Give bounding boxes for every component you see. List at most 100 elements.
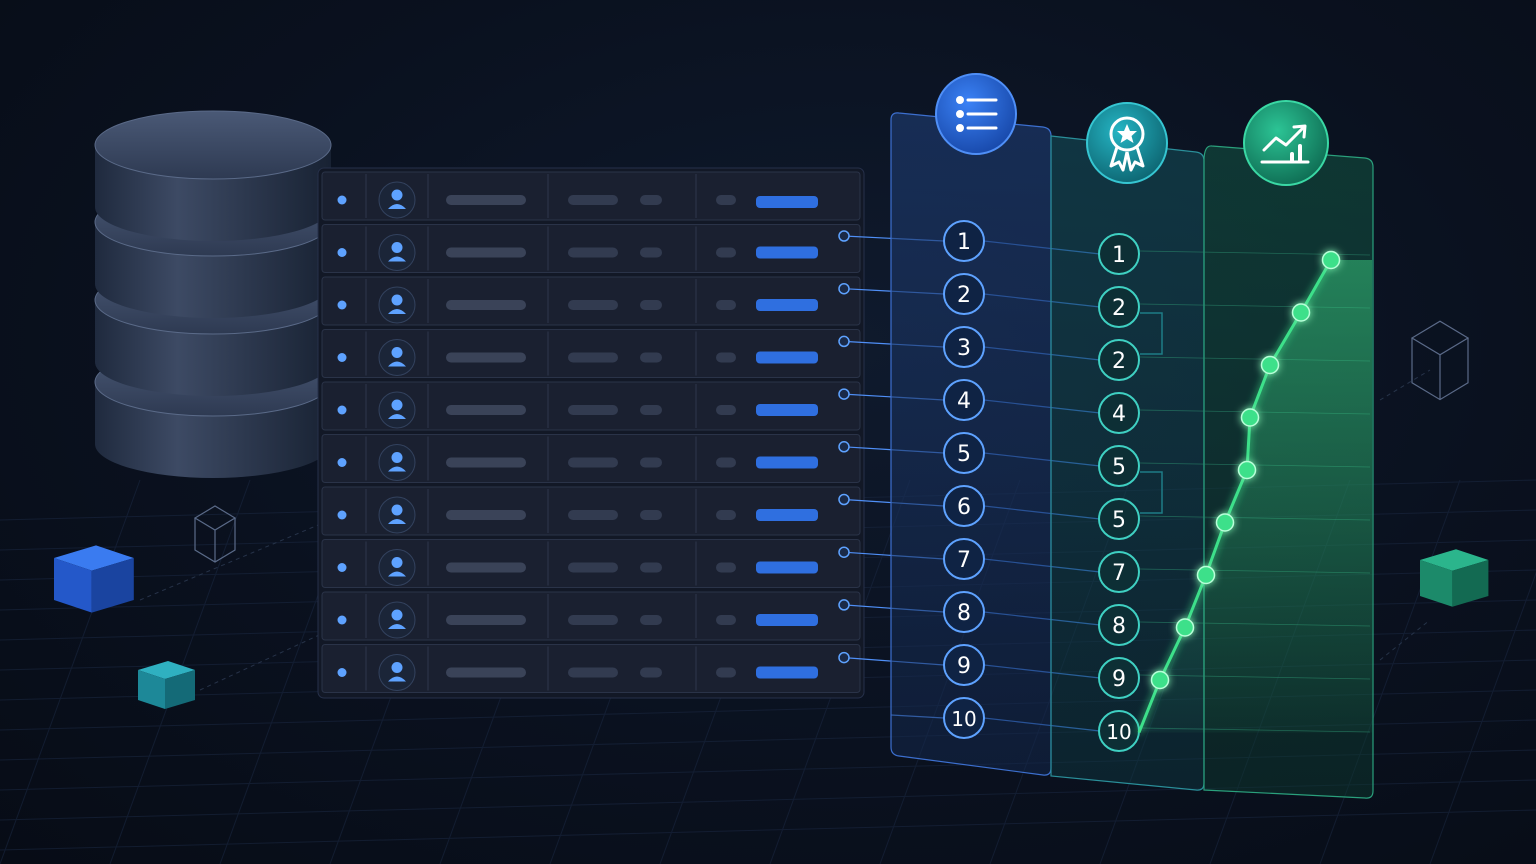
dashed-guide	[139, 519, 331, 601]
badge-circle	[1098, 392, 1140, 434]
connector-dot	[838, 441, 850, 453]
user-head-icon	[391, 399, 403, 411]
badge-circle	[943, 538, 985, 580]
placeholder-bar	[716, 300, 736, 310]
award-star-icon	[1117, 124, 1137, 143]
database-icon	[94, 110, 332, 478]
badge-circle	[1098, 498, 1140, 540]
table-row	[321, 644, 861, 693]
chart-line	[1137, 259, 1333, 734]
grid-line	[1429, 571, 1536, 864]
badge-circle	[1098, 445, 1140, 487]
row-number-label: 7	[957, 548, 971, 573]
chart-area	[1139, 260, 1372, 733]
table-row	[321, 591, 861, 641]
blue-cube-icon	[54, 545, 134, 613]
list-bullet-icon	[956, 124, 964, 132]
rank-badge: 9	[1098, 657, 1140, 699]
highlight-bar	[756, 299, 818, 311]
chart-point	[1175, 618, 1195, 637]
placeholder-bar	[568, 510, 618, 520]
placeholder-bar	[640, 195, 662, 205]
rank-label: 8	[1112, 614, 1126, 639]
connector-dot	[838, 388, 850, 400]
placeholder-bar	[568, 300, 618, 310]
rank-label: 7	[1112, 561, 1126, 586]
row-bullet-icon	[337, 510, 347, 520]
rank-label: 2	[1112, 296, 1126, 321]
chart-point	[1291, 303, 1311, 322]
user-head-icon	[391, 557, 403, 568]
row-number-label: 6	[957, 495, 971, 520]
cube-top	[1420, 549, 1489, 571]
table-row	[321, 171, 861, 221]
rank-badge: 5	[1098, 498, 1140, 540]
rank-label: 9	[1112, 667, 1126, 692]
wire-cube-icon	[1410, 320, 1470, 401]
connector-dot	[838, 282, 850, 295]
cube-left	[54, 558, 92, 613]
badge-circle	[1098, 233, 1140, 275]
cube-right	[165, 670, 195, 709]
highlight-bar	[756, 404, 818, 416]
icon-badge	[1086, 102, 1168, 184]
teal-cube-icon	[138, 661, 195, 709]
row-number-badge: 10	[943, 697, 985, 739]
placeholder-bar	[446, 562, 526, 573]
placeholder-bar	[640, 457, 662, 468]
row-bullet-icon	[337, 615, 347, 625]
dashed-guide	[199, 629, 331, 691]
user-head-icon	[391, 189, 403, 201]
user-head-icon	[391, 294, 403, 306]
table-row	[321, 276, 861, 326]
placeholder-bar	[640, 352, 662, 363]
placeholder-bar	[716, 457, 736, 468]
user-body-icon	[388, 676, 406, 682]
row-number-label: 5	[957, 442, 971, 467]
badge-circle	[1098, 551, 1140, 593]
grid-line	[0, 809, 1536, 851]
badge-circle	[1098, 339, 1140, 381]
placeholder-bar	[640, 247, 662, 258]
highlight-bar	[756, 456, 818, 469]
data-table	[317, 167, 865, 699]
rank-badge: 1	[1098, 233, 1140, 275]
cube-top	[54, 545, 134, 571]
user-head-icon	[391, 609, 403, 621]
database-disk-top	[94, 110, 332, 180]
badge-circle	[943, 644, 985, 686]
wire-cube-outline	[193, 505, 237, 563]
grid-line	[1319, 479, 1461, 864]
user-head-icon	[391, 452, 403, 463]
highlight-bar	[756, 614, 818, 626]
badge-circle	[943, 379, 985, 421]
chart-point	[1321, 250, 1341, 270]
cube-left	[138, 670, 165, 709]
list-bullet-icon	[956, 110, 964, 118]
dashed-guide	[1379, 369, 1431, 401]
row-number-badge: 9	[943, 644, 985, 686]
placeholder-bar	[716, 405, 736, 415]
row-number-badge: 1	[943, 220, 985, 262]
placeholder-bar	[716, 195, 736, 205]
badge-circle	[943, 485, 985, 527]
row-number-badge: 7	[943, 538, 985, 580]
highlight-bar	[756, 666, 818, 679]
row-number-label: 10	[951, 707, 976, 731]
user-body-icon	[388, 571, 406, 577]
connector-dot	[838, 493, 850, 506]
award-medal-icon	[1109, 116, 1145, 152]
placeholder-bar	[446, 405, 526, 415]
table-row	[321, 381, 861, 431]
row-number-badge: 5	[943, 432, 985, 474]
placeholder-bar	[716, 352, 736, 363]
row-number-badge: 2	[943, 273, 985, 315]
grid-line	[0, 479, 141, 864]
placeholder-bar	[640, 562, 662, 573]
placeholder-bar	[716, 615, 736, 625]
placeholder-bar	[568, 405, 618, 415]
user-body-icon	[388, 256, 406, 262]
rank-badge: 8	[1098, 604, 1140, 646]
chart-point	[1260, 355, 1280, 375]
